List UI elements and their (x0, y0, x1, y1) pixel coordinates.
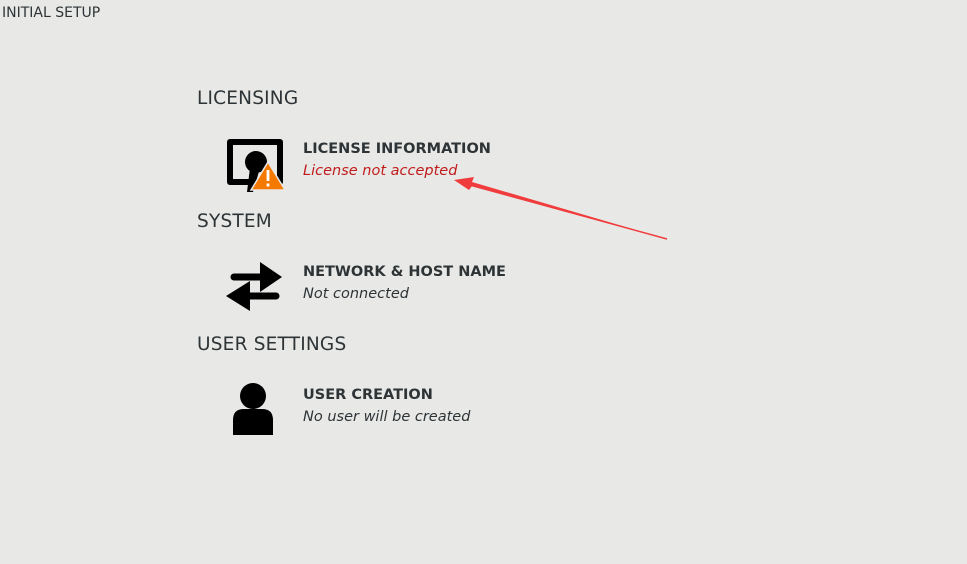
section-heading-system: SYSTEM (197, 211, 272, 232)
spoke-status: Not connected (303, 286, 409, 302)
license-warning-icon (220, 136, 290, 200)
network-arrows-icon (220, 259, 290, 323)
spoke-title: NETWORK & HOST NAME (303, 264, 506, 280)
spoke-title: LICENSE INFORMATION (303, 141, 491, 157)
spoke-title: USER CREATION (303, 387, 433, 403)
section-heading-user-settings: USER SETTINGS (197, 334, 347, 355)
spoke-status: No user will be created (303, 409, 471, 425)
app-title: INITIAL SETUP (2, 5, 101, 21)
section-heading-licensing: LICENSING (197, 88, 299, 109)
user-icon (220, 382, 290, 446)
spoke-network-host-name[interactable]: NETWORK & HOST NAME Not connected (220, 259, 640, 323)
spoke-license-information[interactable]: LICENSE INFORMATION License not accepted (220, 136, 640, 200)
spoke-status-warning: License not accepted (303, 163, 458, 179)
spoke-user-creation[interactable]: USER CREATION No user will be created (220, 382, 640, 446)
